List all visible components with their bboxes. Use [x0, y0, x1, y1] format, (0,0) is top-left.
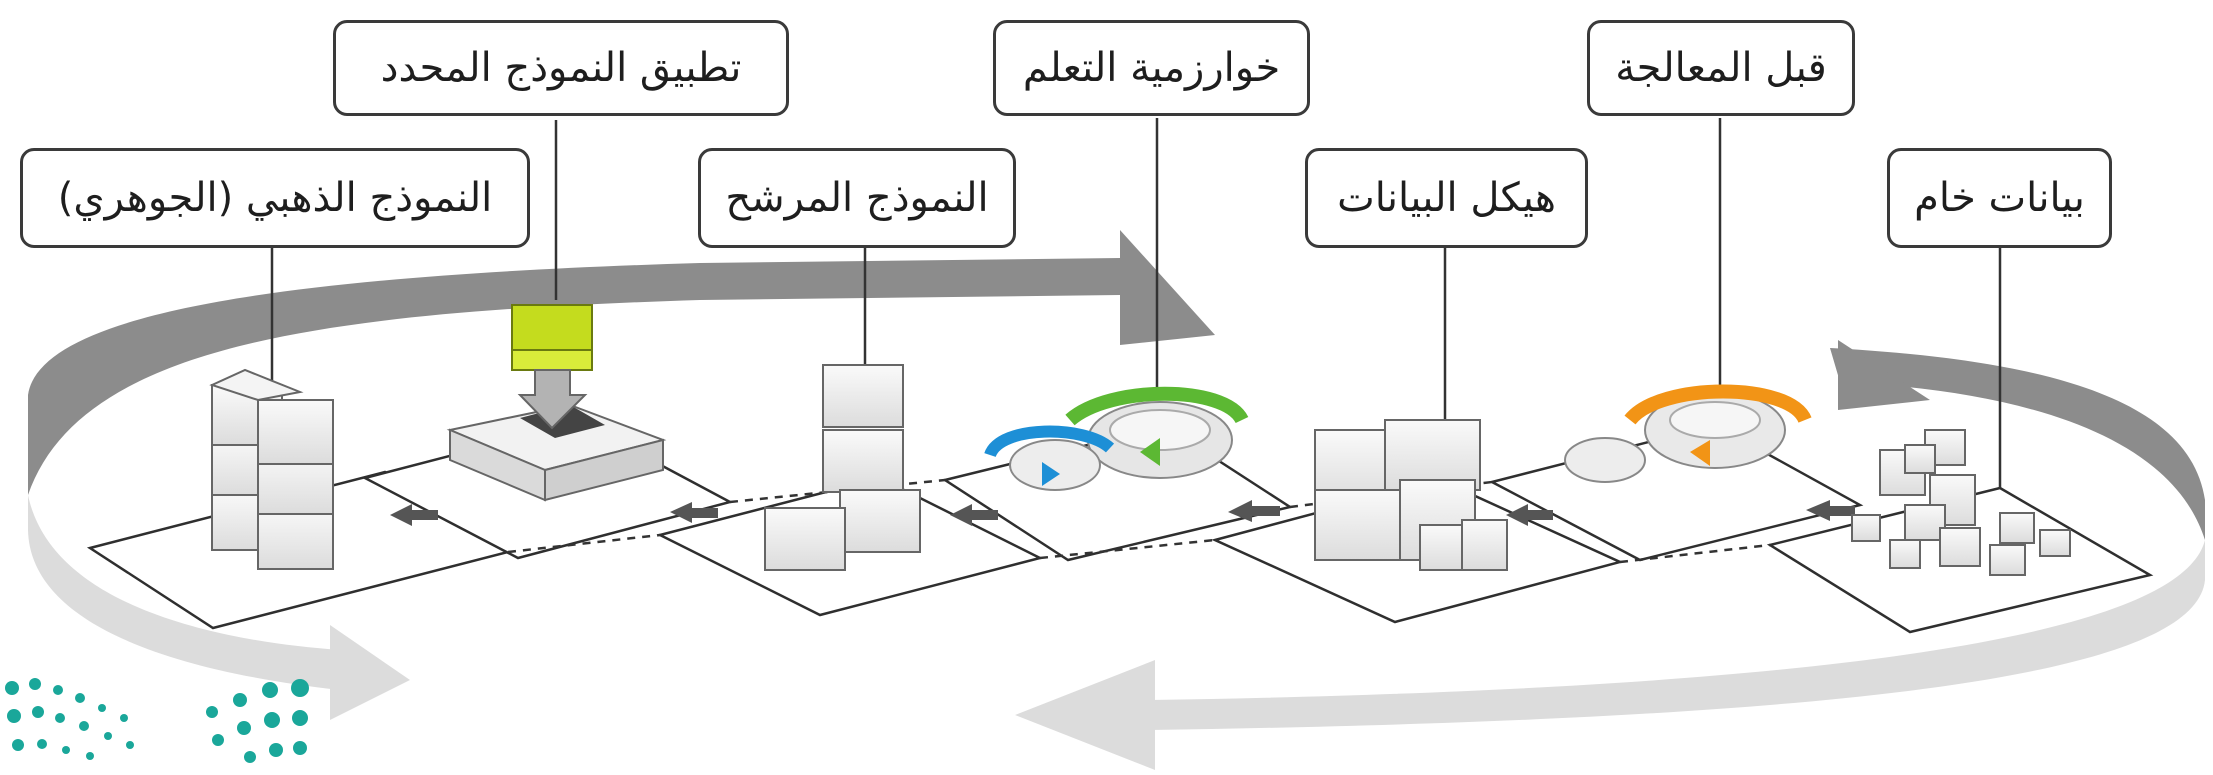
label-golden-model: النموذج الذهبي (الجوهري) — [20, 148, 530, 248]
label-candidate-model: النموذج المرشح — [698, 148, 1016, 248]
label-raw-data: بيانات خام — [1887, 148, 2112, 248]
step-arrow-icon — [670, 502, 718, 523]
cycle-arrow-back — [28, 230, 2205, 540]
step-arrow-icon — [1228, 500, 1280, 522]
step-arrow-icon — [1506, 504, 1553, 526]
step-arrow-icon — [1806, 500, 1855, 521]
logo-dots — [5, 678, 309, 763]
data-structure-blocks — [1314, 419, 1508, 571]
candidate-model-cubes — [764, 364, 921, 571]
label-connectors — [270, 118, 2002, 488]
golden-model-cubes — [209, 368, 334, 570]
cycle-arrow-front — [28, 495, 2205, 770]
learning-gears — [984, 386, 1249, 491]
label-preprocessing: قبل المعالجة — [1587, 20, 1855, 116]
raw-data-cubes — [1851, 429, 2071, 576]
step-arrow-icon — [950, 504, 998, 526]
preprocessing-gears — [1564, 384, 1812, 483]
apply-model-block — [446, 304, 667, 502]
label-learning-algorithm: خوارزمية التعلم — [993, 20, 1310, 116]
label-apply-selected-model: تطبيق النموذج المحدد — [333, 20, 789, 116]
label-data-structure: هيكل البيانات — [1305, 148, 1588, 248]
step-arrow-icon — [390, 504, 438, 526]
step-arrows — [390, 500, 1855, 526]
